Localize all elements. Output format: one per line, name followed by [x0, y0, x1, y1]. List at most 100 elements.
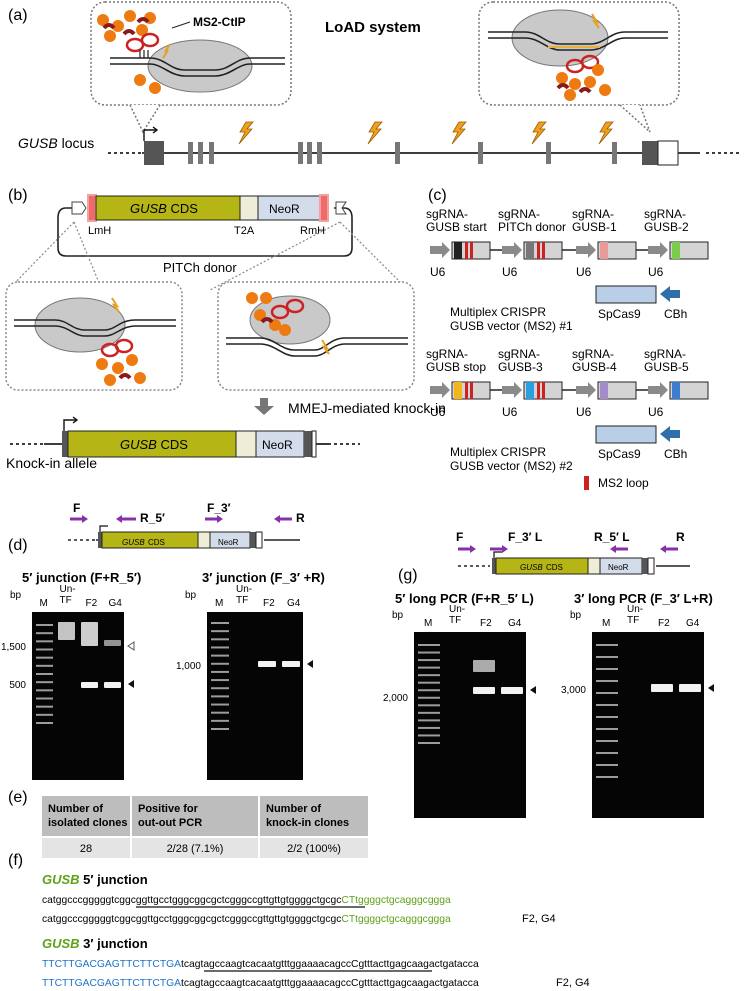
primer-r-d: R: [296, 511, 305, 525]
u6-promoter-icon: [648, 382, 668, 398]
marker-band: [211, 679, 229, 682]
svg-text:GUSB CDS: GUSB CDS: [130, 201, 198, 216]
marker-band: [36, 689, 53, 692]
lane-label: M: [215, 598, 223, 609]
u6-label: U6: [502, 405, 518, 419]
marker-band: [36, 648, 53, 651]
marker-band: [211, 622, 229, 624]
j3-clones: F2, G4: [556, 977, 590, 989]
product-arrow-icon: [708, 684, 714, 692]
marker-band: [211, 654, 229, 657]
lane-label: M: [424, 618, 432, 629]
cbh-label: CBh: [664, 307, 687, 321]
callout-b-right: [209, 221, 415, 391]
sgrna-label-line: sgRNA-: [572, 207, 614, 221]
primer-f3l-g: F_3′ L: [508, 530, 542, 544]
marker-band: [36, 681, 53, 684]
load-system-title: LoAD system: [325, 19, 421, 36]
lane-label-line: M: [215, 598, 223, 609]
marker-band: [211, 711, 229, 714]
size-mark: 3,000: [561, 685, 586, 696]
marker-band: [596, 728, 618, 730]
sgrna-label-line: GUSB start: [426, 220, 487, 234]
marker-band: [211, 703, 229, 706]
marker-band: [36, 656, 53, 659]
table-header-cell: [260, 796, 368, 836]
lane-label-line: F2: [480, 618, 492, 629]
gel-d2-title: 3′ junction (F_3′ +R): [202, 570, 325, 585]
primer-f-g: F: [456, 530, 463, 544]
lane-label-line: Un-: [236, 584, 252, 595]
ms2-loop-mark: [470, 382, 473, 399]
marker-band: [36, 632, 53, 635]
primer-r-g: R: [676, 530, 685, 544]
j5-gene: GUSB: [42, 872, 80, 887]
cut-site-icons-a: [238, 121, 614, 145]
lane-label-line: TF: [627, 615, 639, 626]
sgrna-label-line: sgRNA-: [426, 347, 468, 361]
marker-band: [36, 705, 53, 708]
gel-g2-title: 3′ long PCR (F_3′ L+R): [574, 591, 713, 606]
sgrna-label: sgRNA-GUSB stop: [426, 347, 486, 374]
map-d-cds-suffix: CDS: [148, 538, 165, 547]
gel-g1-title: 5′ long PCR (F+R_5′ L): [395, 591, 534, 606]
lane-label-line: F2: [658, 618, 670, 629]
donor-t2a: T2A: [234, 225, 255, 237]
sgrna-label: sgRNA-GUSB-2: [644, 207, 689, 234]
u6-label: U6: [648, 405, 664, 419]
u6-promoter-icon: [576, 382, 596, 398]
marker-band: [596, 776, 618, 778]
j3-title: 3′ junction: [80, 936, 148, 951]
marker-band: [36, 713, 53, 716]
bp-label: bp: [392, 610, 404, 621]
j5-title: 5′ junction: [80, 872, 148, 887]
ms2-loop-mark: [537, 382, 540, 399]
gel-image: [592, 632, 704, 818]
panel-g-label: (g): [398, 567, 418, 584]
gel-image: [414, 632, 526, 818]
marker-band: [418, 742, 440, 744]
map-d-cds: GUSB: [122, 538, 145, 547]
lane-label: Un-TF: [627, 604, 643, 626]
panel-c-label: (c): [428, 187, 447, 204]
j3-res-blue: TTCTTGACGAGTTCTTCTGA: [42, 978, 181, 989]
lane-label-line: F2: [263, 598, 275, 609]
marker-band: [211, 695, 229, 698]
lane-label: M: [40, 598, 48, 609]
spcas9-label: SpCas9: [598, 447, 641, 461]
j5-ref-black: catggcccgggggtcggcggttgcctgggcggcgctcggg…: [42, 895, 341, 906]
dna-band: [104, 640, 121, 646]
marker-band: [211, 662, 229, 665]
dna-band: [81, 682, 98, 688]
map-g-cds: GUSB: [520, 563, 543, 572]
u6-promoter-icon: [502, 242, 522, 258]
j5-clones: F2, G4: [522, 913, 556, 925]
sgrna-label: sgRNA-GUSB-1: [572, 207, 617, 234]
dna-band: [473, 687, 495, 694]
u6-promoter-icon: [502, 382, 522, 398]
gusb-locus-gene: GUSB: [18, 135, 58, 151]
ms2-loop-mark: [465, 382, 468, 399]
spcas9-box: [595, 285, 657, 304]
sgrna-label-line: GUSB-3: [498, 360, 543, 374]
j3-ref-black: tcagtagccaagtcacaatgtttggaaaacagccCgttta…: [181, 959, 479, 970]
u6-promoter-icon: [576, 242, 596, 258]
marker-band: [418, 704, 440, 707]
sgrna-label: sgRNA-GUSB-3: [498, 347, 543, 374]
table-value-cell: [260, 838, 368, 858]
u6-label: U6: [648, 265, 664, 279]
donor-rmh: RmH: [300, 225, 325, 237]
u6-label: U6: [502, 265, 518, 279]
sgrna-label: sgRNA-GUSB start: [426, 207, 487, 234]
primer-r5l-g: R_5′ L: [594, 530, 630, 544]
lane-label: F2: [86, 598, 98, 609]
primer-f-d: F: [73, 501, 80, 515]
size-mark: 1,000: [176, 661, 201, 672]
table-value-cell: [42, 838, 130, 858]
marker-band: [36, 640, 53, 643]
lane-label: G4: [287, 598, 301, 609]
